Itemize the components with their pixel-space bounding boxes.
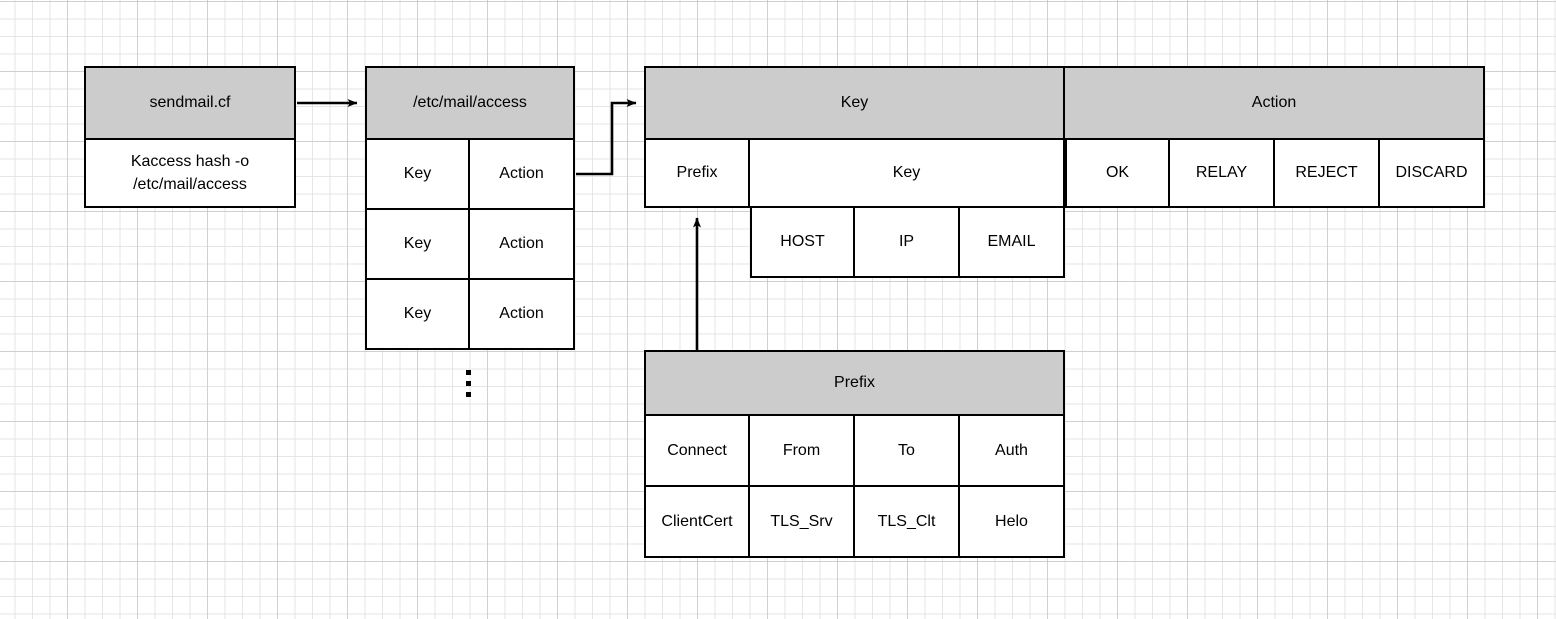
prefix-row-0-col-0: Connect <box>644 416 750 487</box>
access-file-header: /etc/mail/access <box>365 66 575 140</box>
entry-keytype-email: EMAIL <box>960 208 1065 278</box>
entry-keytype-ip: IP <box>855 208 960 278</box>
access-row-1-key: Key <box>365 210 470 280</box>
connector-access-to-key <box>576 99 637 176</box>
entry-prefix-subheader: Prefix <box>644 140 750 208</box>
access-row-0-action: Action <box>470 140 575 210</box>
entry-key-header: Key <box>644 66 1065 140</box>
vertical-ellipsis-icon <box>466 370 471 397</box>
prefix-table-header: Prefix <box>644 350 1065 416</box>
entry-keytype-host: HOST <box>750 208 855 278</box>
entry-key-subheader: Key <box>750 140 1065 208</box>
access-row-1-action: Action <box>470 210 575 280</box>
sendmail-cf-command-line2: /etc/mail/access <box>133 176 247 193</box>
sendmail-cf-header: sendmail.cf <box>84 66 296 140</box>
entry-action-discard: DISCARD <box>1380 140 1485 208</box>
entry-action-reject: REJECT <box>1275 140 1380 208</box>
sendmail-cf-command: Kaccess hash -o /etc/mail/access <box>84 140 296 208</box>
prefix-row-1-col-2: TLS_Clt <box>855 487 960 558</box>
prefix-row-0-col-1: From <box>750 416 855 487</box>
prefix-row-1-col-0: ClientCert <box>644 487 750 558</box>
entry-action-ok: OK <box>1065 140 1170 208</box>
entry-action-relay: RELAY <box>1170 140 1275 208</box>
prefix-row-0-col-3: Auth <box>960 416 1065 487</box>
sendmail-cf-command-line1: Kaccess hash -o <box>130 152 250 170</box>
access-row-2-key: Key <box>365 280 470 350</box>
access-row-0-key: Key <box>365 140 470 210</box>
prefix-row-1-col-3: Helo <box>960 487 1065 558</box>
prefix-row-1-col-1: TLS_Srv <box>750 487 855 558</box>
prefix-row-0-col-2: To <box>855 416 960 487</box>
access-row-2-action: Action <box>470 280 575 350</box>
entry-action-header: Action <box>1065 66 1485 140</box>
